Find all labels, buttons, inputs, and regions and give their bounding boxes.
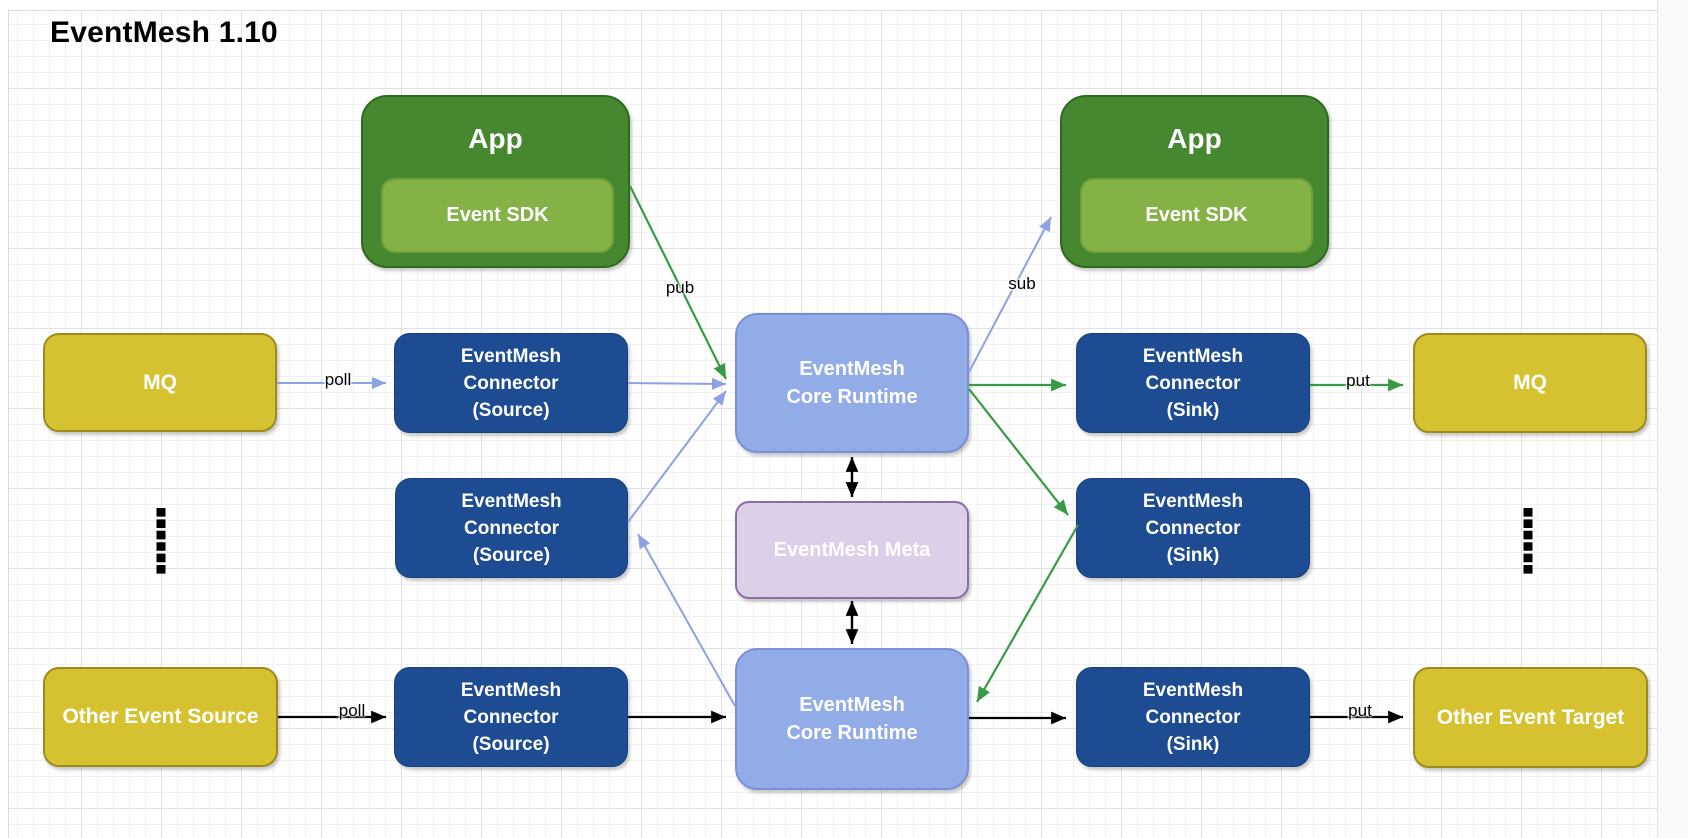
node-label: EventMesh Connector (Sink) [1142,345,1244,421]
edge-label-poll-top: poll [324,370,352,389]
node-connector-sink-top: EventMesh Connector (Sink) [1076,333,1310,433]
edge-label-sub: sub [1008,274,1036,293]
canvas-right-margin [1657,0,1688,838]
edge-label-put-bottom: put [1348,701,1372,720]
node-label: Other Event Target [1436,705,1625,729]
node-label: EventMesh Connector (Sink) [1142,490,1244,566]
node-other-event-source: Other Event Source [43,667,278,767]
node-connector-sink-middle: EventMesh Connector (Sink) [1076,478,1310,578]
node-connector-source-top: EventMesh Connector (Source) [394,333,628,433]
node-label: EventMesh Meta [773,538,931,561]
node-label: EventMesh Connector (Source) [461,490,562,566]
node-label: Other Event Source [62,705,259,728]
node-connector-source-middle: EventMesh Connector (Source) [395,478,628,578]
node-event-sdk-left: Event SDK [381,178,614,253]
node-label: EventMesh Connector (Source) [460,345,562,421]
node-app-right: App Event SDK [1060,95,1329,268]
node-label: EventMesh Connector (Sink) [1142,679,1244,755]
app-label: App [468,123,523,154]
node-label: EventMesh Core Runtime [786,694,918,744]
node-label: MQ [143,370,177,394]
event-sdk-label: Event SDK [1145,204,1248,226]
node-event-sdk-right: Event SDK [1080,178,1313,253]
node-label: EventMesh Core Runtime [786,358,918,408]
node-mq-left: MQ [43,333,277,432]
app-label: App [1167,123,1222,154]
node-eventmesh-meta: EventMesh Meta [735,501,969,599]
edge-label-pub: pub [665,278,695,297]
node-connector-source-bottom: EventMesh Connector (Source) [394,667,628,767]
edge-label-put-top: put [1346,371,1370,390]
node-connector-sink-bottom: EventMesh Connector (Sink) [1076,667,1310,767]
node-label: EventMesh Connector (Source) [460,679,562,755]
node-other-event-target: Other Event Target [1413,667,1648,768]
node-label: MQ [1513,371,1547,394]
event-sdk-label: Event SDK [446,204,549,226]
diagram-title: EventMesh 1.10 [50,16,278,49]
node-core-runtime-bottom: EventMesh Core Runtime [735,648,969,790]
node-core-runtime-top: EventMesh Core Runtime [735,313,969,453]
edge-label-poll-bottom: poll [338,701,366,720]
node-mq-right: MQ [1413,333,1647,433]
node-app-left: App Event SDK [361,95,630,268]
